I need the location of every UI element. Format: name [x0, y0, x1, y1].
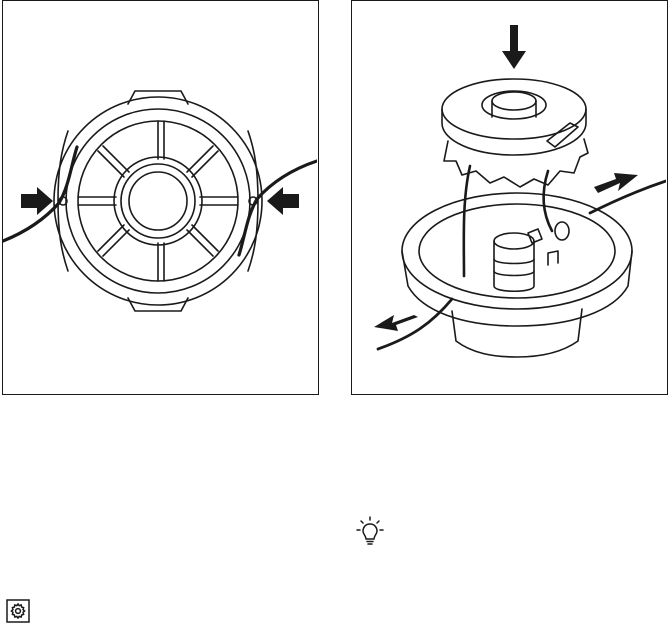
arrow-pull-left-icon: [374, 315, 418, 331]
housing-shaft-top: [494, 233, 534, 249]
arrow-down-icon: [502, 25, 526, 69]
spool-spokes: [78, 121, 238, 281]
spool-top-view-figure: [2, 0, 319, 395]
spool-hub-bore: [129, 172, 187, 230]
lightbulb-icon: [356, 516, 384, 546]
spool-hub-outer: [114, 157, 202, 245]
arrow-pull-right-icon: [594, 173, 638, 193]
spool-assembly-figure: [351, 0, 668, 395]
spool-cap-bore: [492, 92, 536, 110]
spool-assembly-illustration: [352, 1, 666, 393]
housing-rim-inner: [419, 204, 615, 298]
trimmer-line-strand-right: [544, 171, 552, 231]
trimmer-line-strand-left: [464, 166, 470, 276]
gear-icon: [6, 599, 30, 623]
housing-eyelet: [555, 222, 569, 240]
spool-cap-top: [442, 79, 586, 139]
arrow-right-icon: [21, 187, 53, 215]
housing-base: [452, 309, 582, 357]
spool-top-view-illustration: [3, 1, 317, 393]
arrow-left-icon: [267, 187, 299, 215]
spool-cap-side: [442, 109, 586, 155]
spool-hub-ring: [121, 164, 195, 238]
